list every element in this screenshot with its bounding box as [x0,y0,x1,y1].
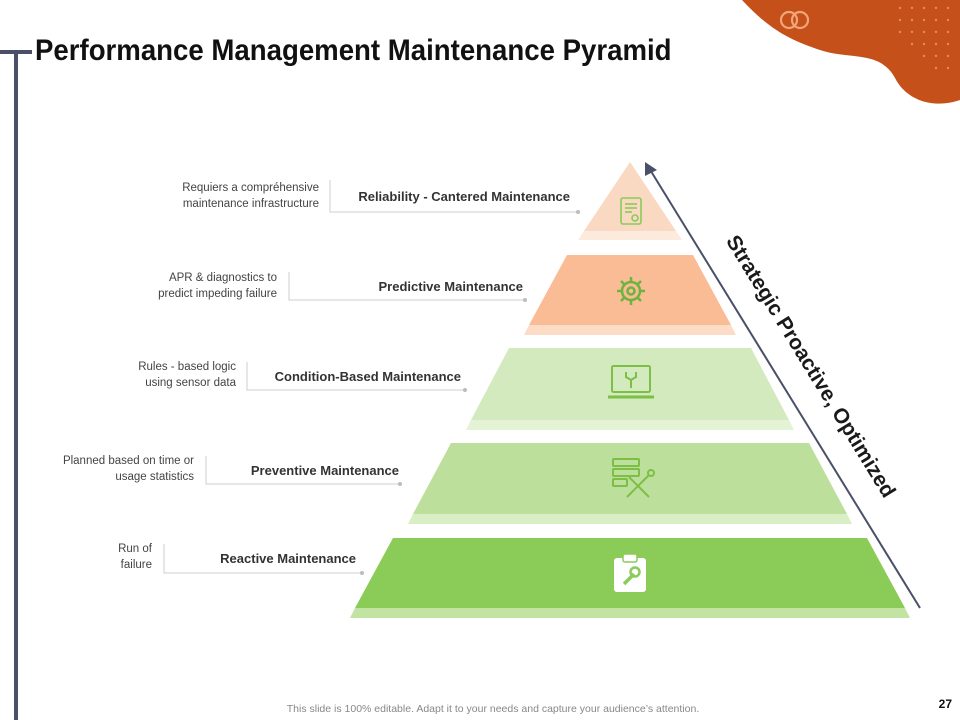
tier-label-preventive: Preventive Maintenance [250,463,399,478]
desc-line: maintenance infrastructure [182,198,319,210]
rings-icon [779,10,810,30]
desc-line: using sensor data [145,377,236,389]
arrow-head-icon [645,162,657,176]
desc-line: APR & diagnostics to [168,272,277,284]
tier-label-predictive: Predictive Maintenance [378,279,524,294]
server-tools-icon [612,458,655,498]
tier-1 [578,162,682,240]
clipboard-wrench-icon [614,553,646,592]
tier-4 [408,443,852,524]
tier-3 [466,348,794,430]
desc-line: predict impeding failure [158,288,277,300]
tier-desc-reactive: Run of failure [118,541,152,573]
connectors [163,180,578,574]
tier-desc-predictive: APR & diagnostics to predict impeding fa… [158,270,277,302]
strategic-arrow [645,162,921,609]
tier-2 [524,255,736,335]
gears-icon [617,277,645,305]
tier-desc-preventive: Planned based on time or usage statistic… [63,453,194,485]
desc-line: Planned based on time or [62,455,194,467]
desc-line: Run of [118,543,152,555]
tier-desc-condition-based: Rules - based logic using sensor data [138,359,236,391]
page-number: 27 [938,697,952,711]
left-rail-tick [0,50,32,54]
tier-label-condition-based: Condition-Based Maintenance [274,369,461,384]
page-title: Performance Management Maintenance Pyram… [35,34,672,67]
tier-desc-reliability: Requiers a compréhensive maintenance inf… [182,180,319,212]
desc-line: usage statistics [115,471,194,483]
tier-label-reliability: Reliability - Cantered Maintenance [358,189,570,204]
laptop-wrench-icon [608,365,654,399]
footer-note: This slide is 100% editable. Adapt it to… [286,703,700,715]
desc-line: failure [120,559,152,571]
connector-dots [360,210,580,575]
certificate-icon [620,197,642,225]
desc-line: Requiers a compréhensive [182,182,319,194]
desc-line: Rules - based logic [138,361,236,373]
tier-label-reactive: Reactive Maintenance [220,551,356,566]
left-rail [14,52,18,720]
dot-grid [898,6,950,70]
